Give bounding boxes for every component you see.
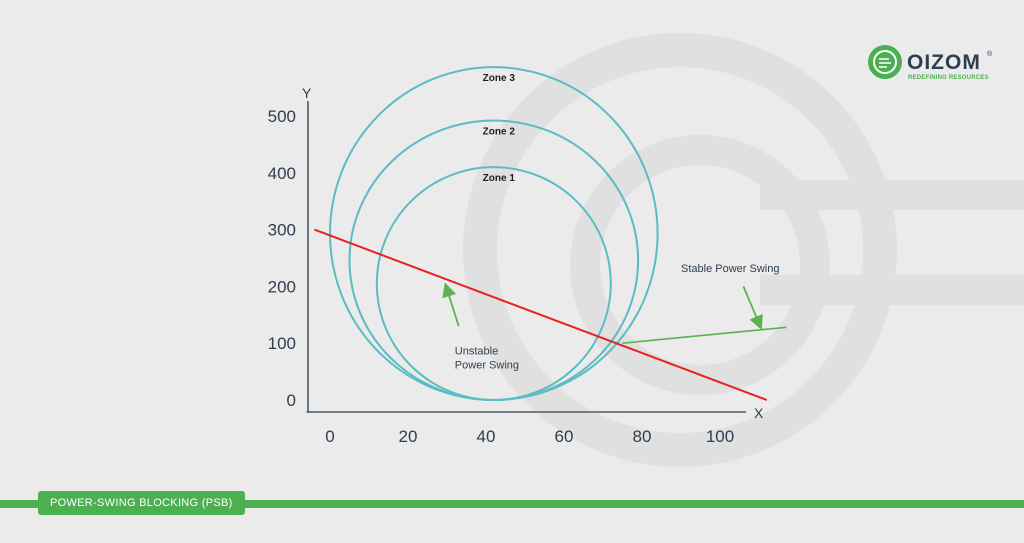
annotation-arrow bbox=[442, 282, 460, 327]
unstable-swing-line bbox=[314, 228, 768, 401]
axes: X Y bbox=[302, 85, 764, 421]
zone-circles: Zone 3 Zone 2 Zone 1 bbox=[329, 66, 659, 401]
y-tick-label: 200 bbox=[268, 277, 296, 296]
zone-label: Zone 1 bbox=[483, 173, 516, 184]
brand-tagline: REDEFINING RESOURCES bbox=[908, 75, 989, 81]
zone-circle bbox=[375, 166, 612, 401]
y-axis-label: Y bbox=[302, 85, 312, 101]
registered-mark: ® bbox=[987, 50, 993, 58]
annotation-arrow bbox=[742, 286, 763, 330]
y-tick-label: 100 bbox=[268, 334, 296, 353]
x-tick-label: 100 bbox=[706, 427, 734, 446]
y-tick-label: 400 bbox=[268, 164, 296, 183]
tick-labels: 0 20 40 60 80 100 0 100 200 300 400 500 bbox=[268, 107, 735, 446]
stable-swing-line bbox=[622, 326, 787, 344]
y-tick-label: 0 bbox=[287, 391, 296, 410]
x-tick-label: 20 bbox=[399, 427, 418, 446]
oizom-logo: OIZOM ® REDEFINING RESOURCES bbox=[868, 45, 993, 81]
brand-name: OIZOM bbox=[907, 51, 981, 74]
footer-bar bbox=[0, 500, 1024, 508]
zone-label: Zone 2 bbox=[483, 127, 516, 138]
x-tick-label: 40 bbox=[477, 427, 496, 446]
x-tick-label: 60 bbox=[555, 427, 574, 446]
annotation-text: Power Swing bbox=[455, 360, 519, 372]
y-tick-label: 300 bbox=[268, 221, 296, 240]
annotation-text: Unstable bbox=[455, 346, 498, 358]
y-tick-label: 500 bbox=[268, 107, 296, 126]
x-tick-label: 80 bbox=[633, 427, 652, 446]
background-watermark bbox=[463, 33, 1024, 467]
x-axis-label: X bbox=[754, 405, 764, 421]
x-tick-label: 0 bbox=[325, 427, 334, 446]
logo-mark-icon bbox=[868, 45, 902, 79]
annotation-text: Stable Power Swing bbox=[681, 263, 779, 275]
zone-label: Zone 3 bbox=[483, 73, 516, 84]
footer-title: POWER-SWING BLOCKING (PSB) bbox=[38, 491, 245, 515]
